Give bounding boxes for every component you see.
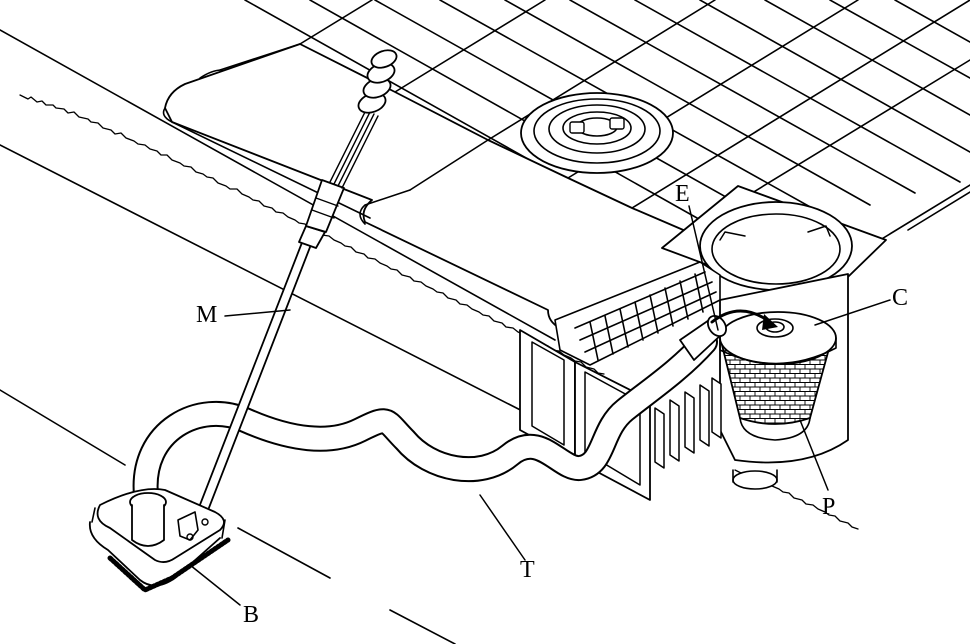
vacuum-brush-head bbox=[88, 488, 231, 593]
label-B: B bbox=[243, 602, 259, 628]
skimmer-weir-fins bbox=[654, 377, 722, 469]
skimmer-grille bbox=[554, 261, 721, 366]
leader-lines bbox=[189, 205, 891, 606]
label-T: T bbox=[520, 557, 535, 583]
pool-wall-lines bbox=[0, 29, 556, 644]
label-E: E bbox=[675, 181, 690, 207]
label-M: M bbox=[196, 302, 217, 328]
basket-cover bbox=[719, 311, 837, 365]
skimmer-lid bbox=[661, 185, 887, 307]
telescopic-pole bbox=[195, 49, 398, 519]
deck-tile-grid bbox=[244, 0, 970, 251]
label-C: C bbox=[892, 285, 908, 311]
coping-edge bbox=[162, 43, 701, 329]
vacuum-hose bbox=[132, 309, 778, 508]
deck-drain-fitting bbox=[520, 92, 674, 174]
label-P: P bbox=[822, 494, 835, 520]
pole-handle-grip bbox=[357, 49, 398, 114]
skimmer-basket bbox=[720, 344, 832, 441]
